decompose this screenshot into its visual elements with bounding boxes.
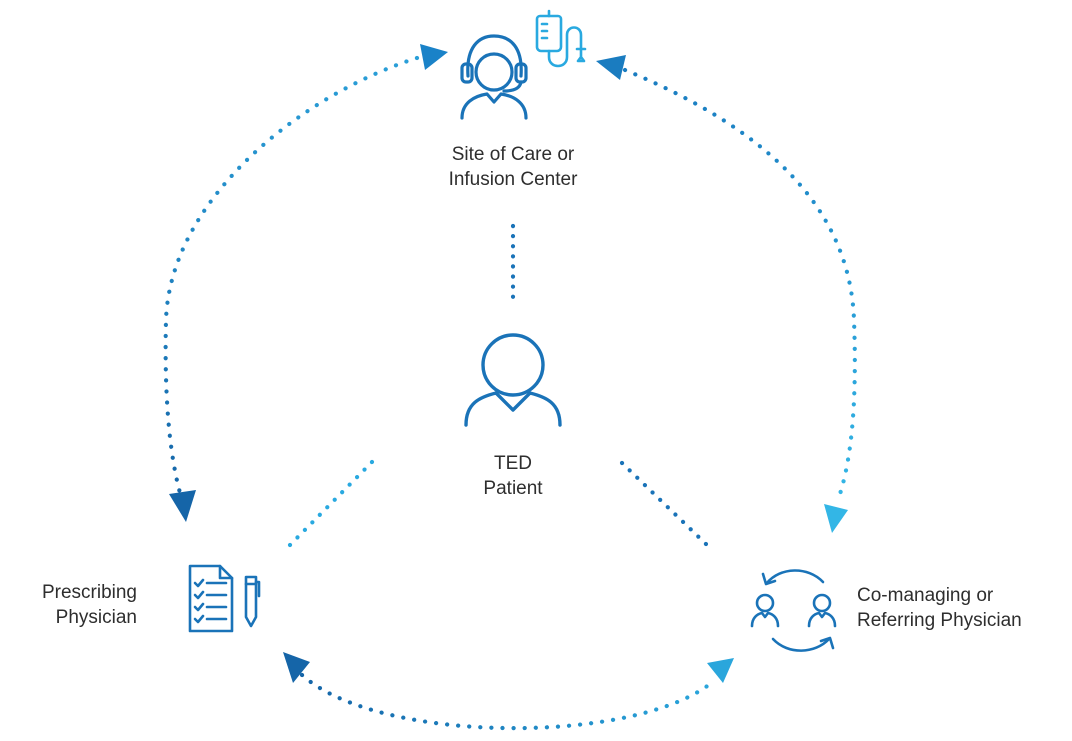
site-of-care-line1: Site of Care or [451, 144, 575, 165]
arrowhead-to-prescribing-bottom-icon [283, 652, 310, 683]
patient-line1: TED [494, 453, 532, 474]
site-of-care-line2: Infusion Center [448, 169, 578, 190]
patient-label: TED Patient [443, 451, 583, 501]
co-managing-line2: Referring Physician [857, 610, 1022, 631]
site-of-care-label: Site of Care or Infusion Center [400, 142, 626, 192]
connector-patient-comanaging [619, 460, 711, 549]
headset-agent-icon [460, 34, 528, 120]
arrowhead-to-comanaging-icon [824, 504, 848, 533]
prescribing-line1: Prescribing [41, 582, 137, 603]
clipboard-checklist-pen-icon [188, 564, 261, 633]
connector-patient-prescribing [286, 459, 375, 549]
iv-bag-icon [535, 9, 587, 68]
arrowhead-to-comanaging-bottom-icon [707, 658, 734, 683]
arrowhead-to-prescribing-icon [169, 490, 196, 522]
co-managing-label: Co-managing or Referring Physician [857, 583, 1069, 633]
arrowhead-to-site-icon [420, 44, 448, 70]
arc-prescribing-to-comanaging [283, 652, 734, 731]
prescribing-line2: Physician [55, 607, 137, 628]
patient-line2: Patient [483, 478, 543, 499]
prescribing-label: Prescribing Physician [0, 580, 137, 630]
co-managing-line1: Co-managing or [857, 585, 994, 606]
arc-prescribing-to-site [163, 44, 448, 522]
person-icon [464, 333, 562, 427]
people-exchange-icon [750, 569, 837, 652]
arrowhead-to-site-right-icon [596, 55, 626, 80]
arc-site-to-comanaging [596, 55, 857, 533]
